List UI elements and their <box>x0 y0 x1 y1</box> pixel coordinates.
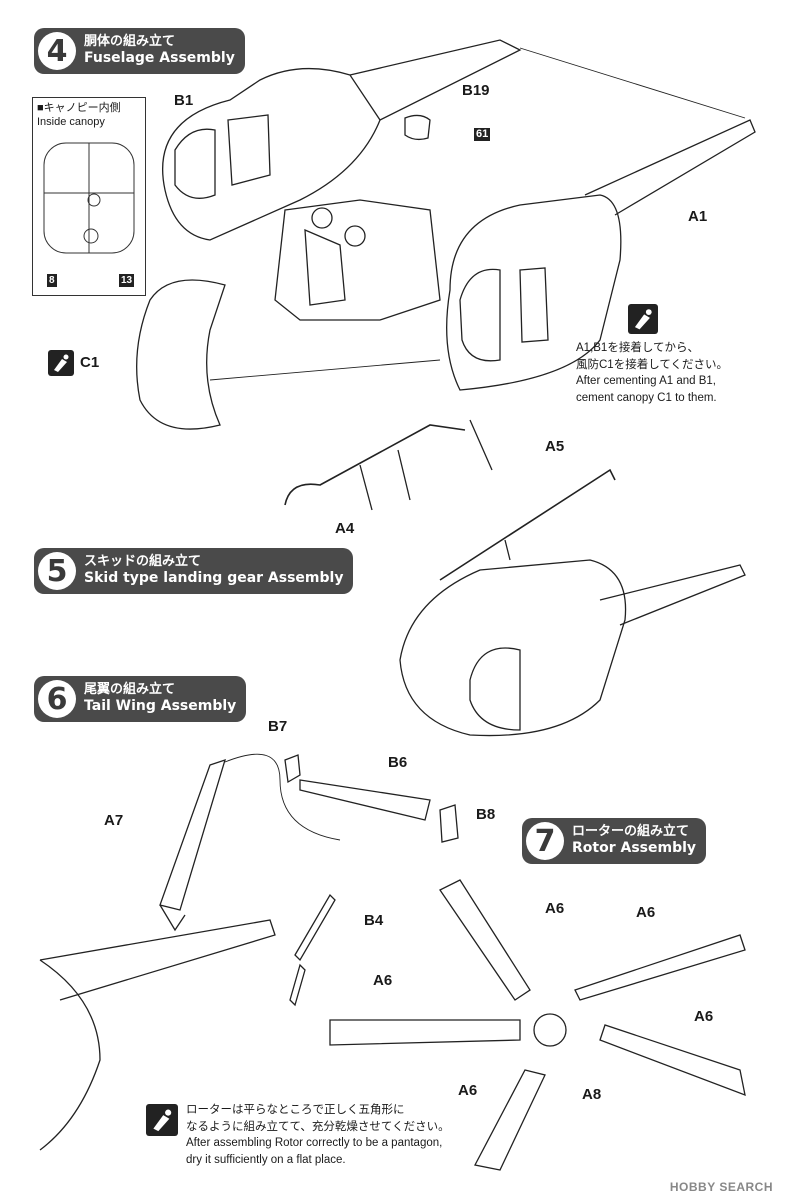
step-number: 4 <box>38 32 76 70</box>
canopy-inside-drawing <box>43 142 135 254</box>
inside-canopy-inset: ■キャノピー内側 Inside canopy 8 13 <box>32 97 146 296</box>
part-label-a7: A7 <box>104 812 124 829</box>
canopy-note-jp2: 風防C1を接着してください。 <box>576 358 729 371</box>
step-number: 5 <box>38 552 76 590</box>
part-label-a1: A1 <box>688 208 708 225</box>
rotor-note-jp2: なるように組み立てて、充分乾燥させてください。 <box>186 1120 450 1133</box>
step-7-header: 7 ローターの組み立て Rotor Assembly <box>522 818 707 864</box>
step-title-en: Rotor Assembly <box>572 840 697 857</box>
glue-icon <box>146 1104 178 1136</box>
part-label-b19: B19 <box>462 82 490 99</box>
part-number-61: 61 <box>474 128 491 141</box>
inset-title-en: Inside canopy <box>37 116 105 129</box>
rotor-note-en1: After assembling Rotor correctly to be a… <box>186 1137 443 1150</box>
part-label-b7: B7 <box>268 718 288 735</box>
inset-title-jp: ■キャノピー内側 <box>37 102 121 114</box>
part-label-a6: A6 <box>545 900 565 917</box>
part-label-b4: B4 <box>364 912 384 929</box>
canopy-note-en1: After cementing A1 and B1, <box>576 375 717 388</box>
part-label-a4: A4 <box>335 520 355 537</box>
part-number-8: 8 <box>47 274 57 287</box>
part-label-b6: B6 <box>388 754 408 771</box>
canopy-note-en2: cement canopy C1 to them. <box>576 392 717 405</box>
part-label-a8: A8 <box>582 1086 602 1103</box>
step-number: 7 <box>526 822 564 860</box>
step-title-en: Tail Wing Assembly <box>84 698 237 715</box>
step-title-jp: 尾翼の組み立て <box>84 682 176 698</box>
rotor-note: ローターは平らなところで正しく五角形に なるように組み立てて、充分乾燥させてくだ… <box>186 1102 506 1169</box>
part-label-b8: B8 <box>476 806 496 823</box>
part-label-b1: B1 <box>174 92 194 109</box>
part-label-c1: C1 <box>80 354 100 371</box>
rotor-note-jp1: ローターは平らなところで正しく五角形に <box>186 1104 405 1116</box>
part-label-a6: A6 <box>373 972 393 989</box>
step-title-jp: スキッドの組み立て <box>84 554 202 570</box>
part-number-13: 13 <box>119 274 135 287</box>
part-label-a6: A6 <box>458 1082 478 1099</box>
step-4-header: 4 胴体の組み立て Fuselage Assembly <box>34 28 245 74</box>
part-label-a6: A6 <box>694 1008 714 1025</box>
step-number: 6 <box>38 680 76 718</box>
part-label-a5: A5 <box>545 438 565 455</box>
rotor-note-en2: dry it sufficiently on a flat place. <box>186 1154 346 1167</box>
step-5-header: 5 スキッドの組み立て Skid type landing gear Assem… <box>34 548 354 594</box>
glue-icon <box>628 304 658 334</box>
watermark: HOBBY SEARCH <box>669 1180 773 1194</box>
step-title-jp: 胴体の組み立て <box>84 34 176 50</box>
canopy-note-jp1: A1,B1を接着してから、 <box>576 342 699 354</box>
part-label-a6: A6 <box>636 904 656 921</box>
step-title-en: Fuselage Assembly <box>84 50 235 67</box>
canopy-note: A1,B1を接着してから、 風防C1を接着してください。 After cemen… <box>576 340 781 407</box>
glue-icon <box>48 350 74 376</box>
step-title-en: Skid type landing gear Assembly <box>84 570 344 587</box>
step-6-header: 6 尾翼の組み立て Tail Wing Assembly <box>34 676 247 722</box>
step-title-jp: ローターの組み立て <box>572 824 690 840</box>
